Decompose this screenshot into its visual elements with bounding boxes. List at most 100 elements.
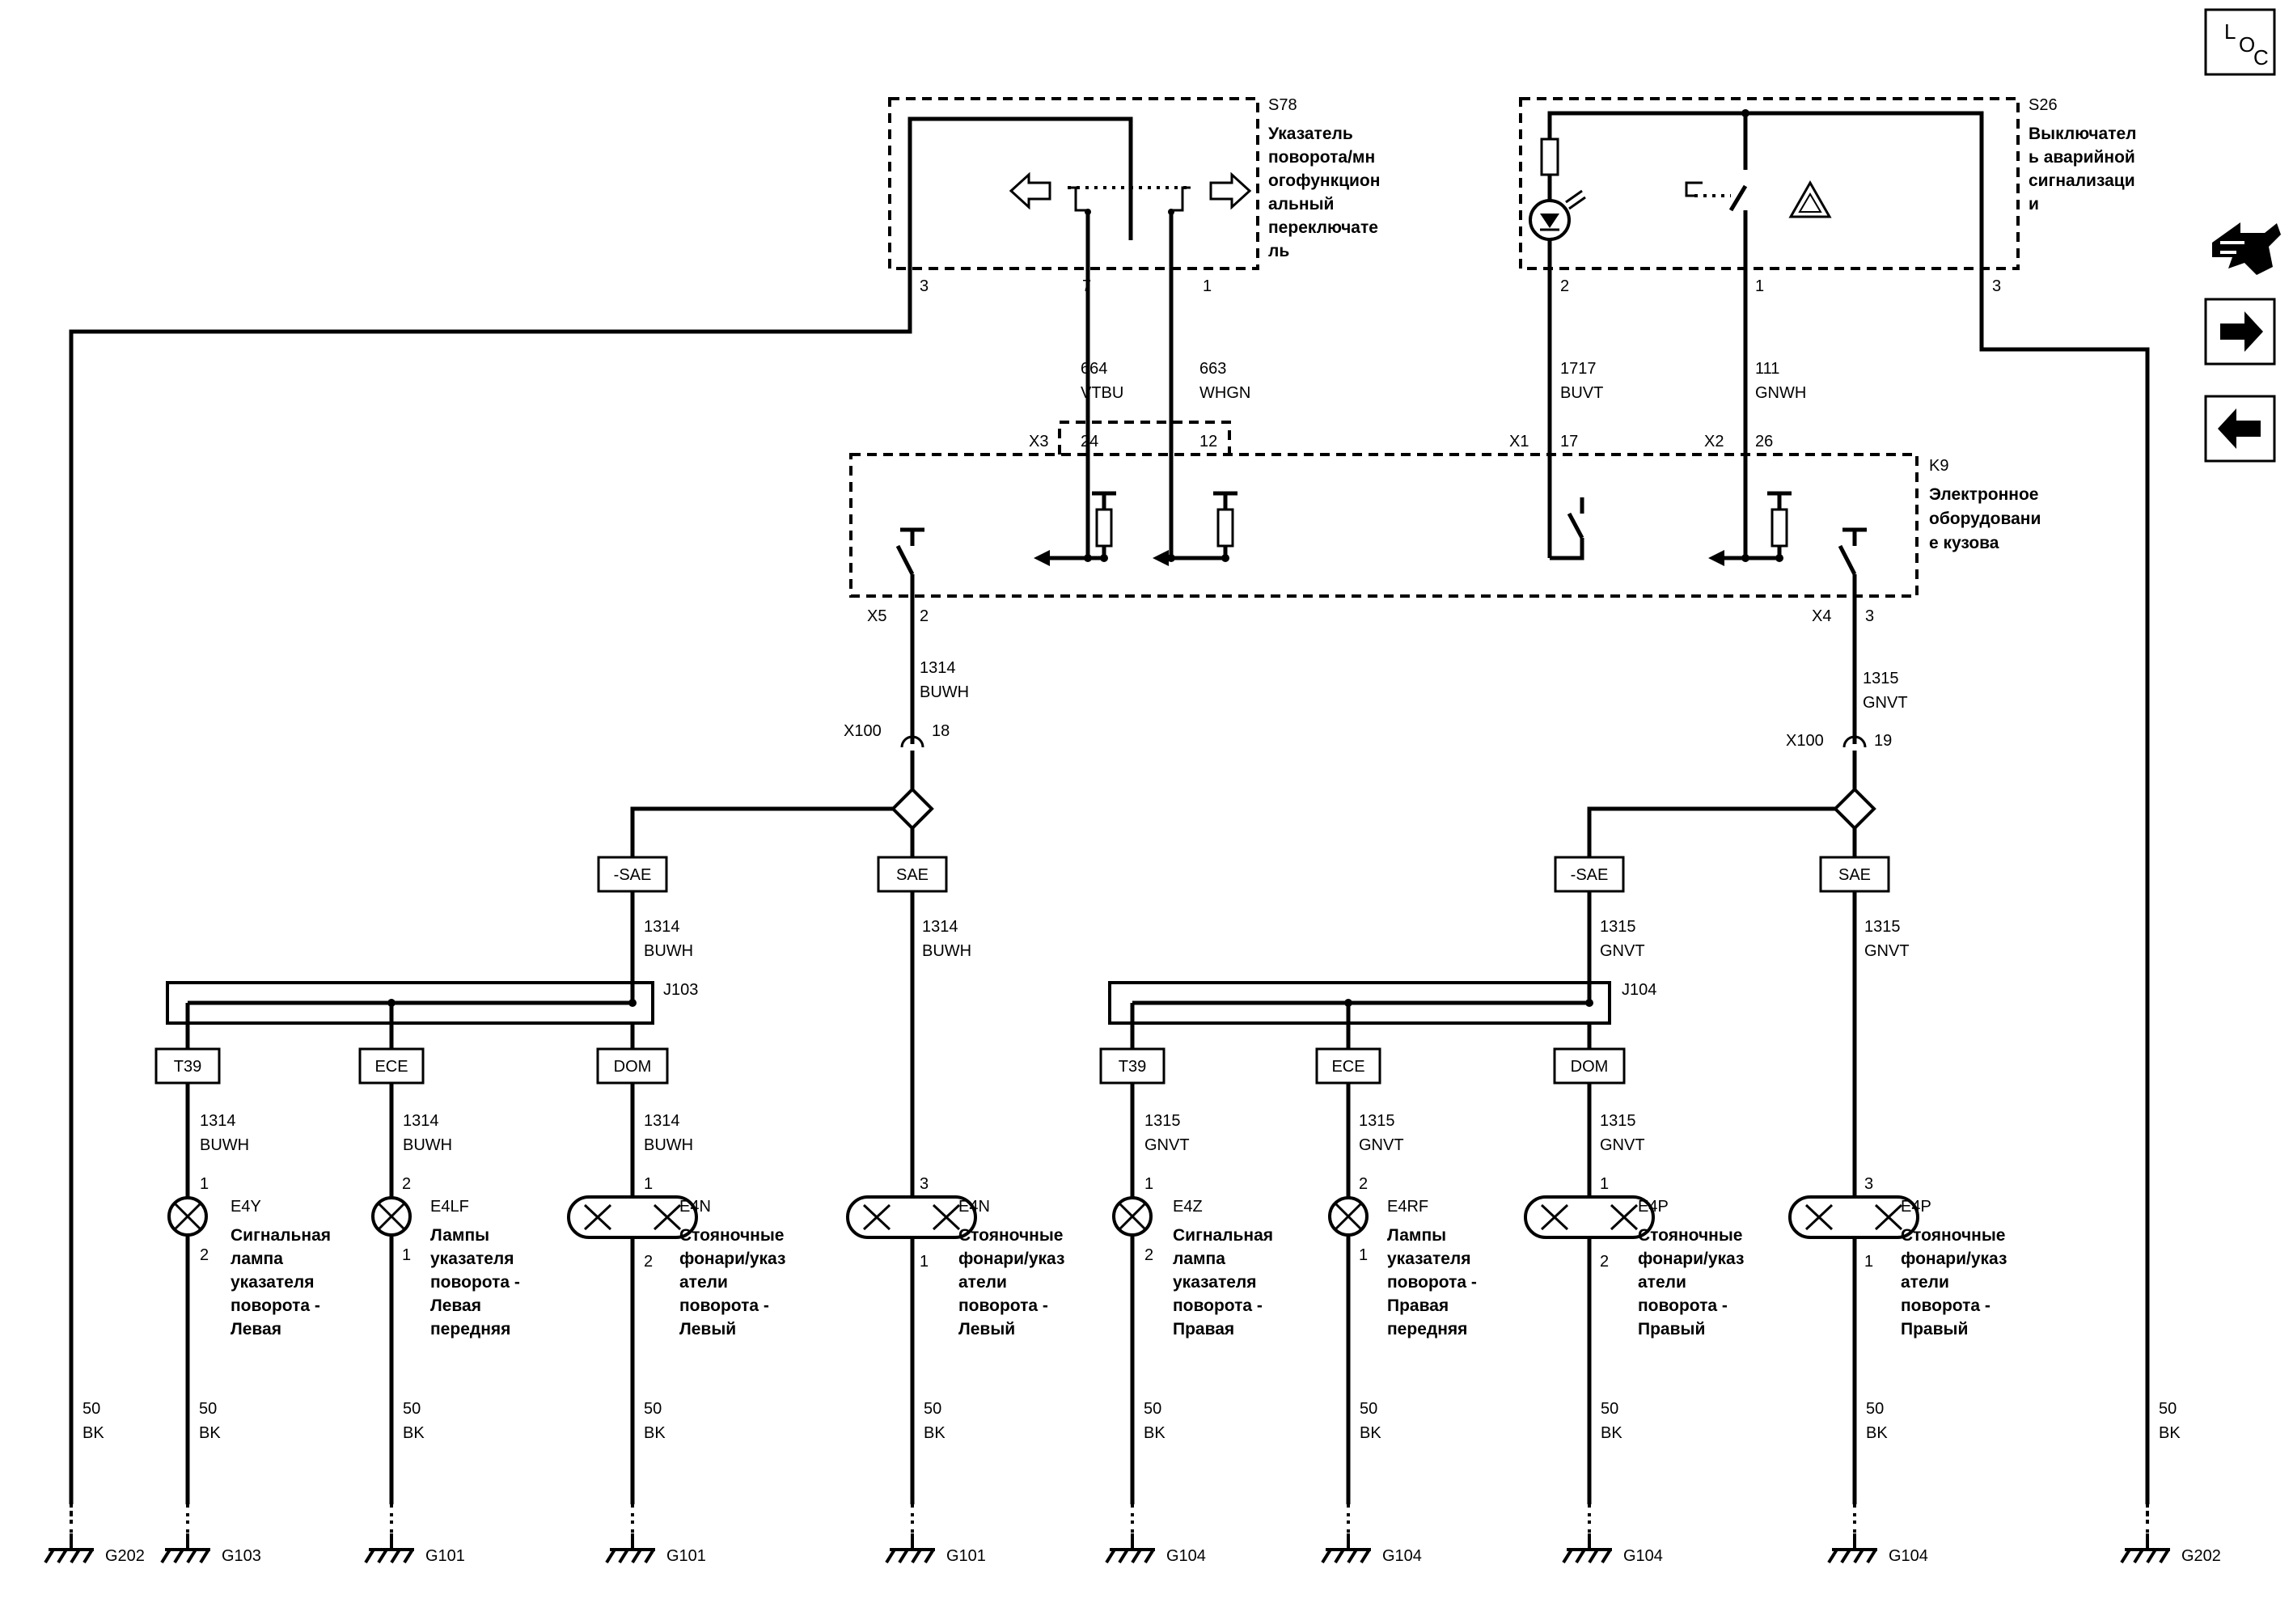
wire-s78-ground	[69, 267, 912, 1504]
svg-text:1315: 1315	[1144, 1112, 1181, 1130]
svg-text:Правая: Правая	[1173, 1320, 1234, 1339]
ground-wire-num: 50	[644, 1400, 662, 1418]
ground-icon	[1105, 1533, 1155, 1564]
svg-text:X5: X5	[867, 607, 886, 625]
svg-text:L: L	[2224, 19, 2236, 44]
ground-label: G101	[666, 1547, 706, 1565]
svg-text:-SAE: -SAE	[1571, 866, 1609, 884]
s26-id: S26	[2029, 96, 2058, 114]
svg-text:фонари/указ: фонари/указ	[1638, 1250, 1744, 1268]
ground-wire-num: 50	[403, 1400, 421, 1418]
svg-text:указателя: указателя	[430, 1250, 514, 1268]
svg-text:1315: 1315	[1600, 1112, 1636, 1130]
ground-label: G101	[425, 1547, 465, 1565]
ground-label: G104	[1166, 1547, 1206, 1565]
svg-text:2: 2	[920, 607, 929, 625]
svg-text:19: 19	[1874, 732, 1892, 750]
svg-text:T39: T39	[174, 1058, 201, 1076]
svg-text:Правый: Правый	[1901, 1320, 1968, 1339]
svg-text:Сигнальная: Сигнальная	[231, 1226, 331, 1245]
svg-text:18: 18	[932, 722, 950, 740]
arrow-left-icon[interactable]	[2204, 395, 2276, 463]
svg-text:Левая: Левая	[430, 1296, 481, 1315]
k9-id: K9	[1929, 457, 1948, 475]
svg-text:3: 3	[1864, 1175, 1873, 1193]
ground-label: G202	[105, 1547, 145, 1565]
svg-text:Указатель: Указатель	[1268, 125, 1353, 143]
svg-text:1: 1	[1203, 277, 1212, 295]
k9-body-control-module: K9 Электронное оборудовани е кузова X3 2…	[849, 421, 2041, 625]
svg-text:1314: 1314	[922, 918, 958, 936]
svg-text:поворота -: поворота -	[430, 1273, 520, 1292]
j103-splice-pack	[166, 981, 654, 1025]
ground-wire-color: BK	[1360, 1424, 1381, 1442]
double-bulb-icon	[846, 1195, 977, 1239]
double-bulb-icon	[1524, 1195, 1655, 1239]
ground-label: G101	[946, 1547, 986, 1565]
svg-text:1717: 1717	[1560, 360, 1597, 378]
svg-text:переключате: переключате	[1268, 218, 1378, 237]
svg-text:BUWH: BUWH	[403, 1136, 452, 1154]
ground-wire-color: BK	[403, 1424, 425, 1442]
svg-text:оборудовани: оборудовани	[1929, 510, 2041, 528]
svg-text:атели: атели	[1901, 1273, 1949, 1292]
location-button[interactable]: L O C	[2204, 8, 2276, 76]
svg-text:поворота/мн: поворота/мн	[1268, 148, 1375, 167]
right-arrow-icon	[1209, 171, 1252, 210]
ground-wire-num: 50	[1866, 1400, 1884, 1418]
ground-wire-color: BK	[2159, 1424, 2181, 1442]
ground-wire-color: BK	[1601, 1424, 1622, 1442]
lamp-e4n-left: 1 2 E4N Стояночные фонари/указ атели пов…	[567, 1083, 785, 1504]
svg-text:указателя: указателя	[1387, 1250, 1471, 1268]
svg-text:E4LF: E4LF	[430, 1198, 469, 1216]
svg-text:поворота -: поворота -	[1173, 1296, 1263, 1315]
splice-diamond-icon	[891, 787, 934, 831]
svg-text:1315: 1315	[1359, 1112, 1395, 1130]
svg-text:GNVT: GNVT	[1863, 694, 1908, 712]
svg-text:1: 1	[1144, 1175, 1153, 1193]
svg-text:Левый: Левый	[958, 1320, 1015, 1339]
ground-icon	[1562, 1533, 1612, 1564]
svg-text:фонари/указ: фонари/указ	[679, 1250, 785, 1268]
svg-text:GNVT: GNVT	[1144, 1136, 1190, 1154]
ground-wire-num: 50	[199, 1400, 217, 1418]
svg-text:17: 17	[1560, 433, 1578, 450]
connector-icon[interactable]	[2204, 206, 2281, 279]
svg-text:1314: 1314	[403, 1112, 439, 1130]
svg-text:лампа: лампа	[231, 1250, 283, 1268]
svg-text:2: 2	[1600, 1253, 1609, 1271]
lamp-e4lf: 2 1 E4LF Лампы указателя поворота - Лева…	[371, 1083, 520, 1504]
svg-text:и: и	[2029, 195, 2039, 214]
svg-text:Правая: Правая	[1387, 1296, 1449, 1315]
ground-wire-num: 50	[1360, 1400, 1377, 1418]
ground-icon	[605, 1533, 655, 1564]
svg-text:фонари/указ: фонари/указ	[958, 1250, 1064, 1268]
svg-text:VTBU: VTBU	[1081, 384, 1123, 402]
svg-text:E4P: E4P	[1638, 1198, 1669, 1216]
svg-text:1: 1	[402, 1246, 411, 1264]
svg-text:SAE: SAE	[896, 866, 929, 884]
arrow-right-icon[interactable]	[2204, 298, 2276, 366]
svg-text:DOM: DOM	[614, 1058, 652, 1076]
svg-text:Выключател: Выключател	[2029, 125, 2137, 143]
lamp-e4z: 1 2 E4Z Сигнальная лампа указателя повор…	[1112, 1083, 1273, 1504]
svg-text:поворота -: поворота -	[1901, 1296, 1991, 1315]
svg-text:поворота -: поворота -	[679, 1296, 769, 1315]
svg-text:DOM: DOM	[1571, 1058, 1609, 1076]
svg-text:GNWH: GNWH	[1755, 384, 1806, 402]
svg-text:1: 1	[200, 1175, 209, 1193]
svg-text:1314: 1314	[200, 1112, 236, 1130]
svg-text:GNVT: GNVT	[1600, 1136, 1645, 1154]
ground-row: 50BKG20250BKG10350BKG10150BKG10150BKG101…	[44, 1400, 2221, 1565]
side-panel: L O C	[2204, 8, 2281, 463]
svg-text:X3: X3	[1029, 433, 1048, 450]
svg-text:лампа: лампа	[1173, 1250, 1225, 1268]
double-bulb-icon	[1788, 1195, 1919, 1239]
ground-wire-num: 50	[82, 1400, 100, 1418]
left-arrow-icon	[1009, 171, 1051, 210]
